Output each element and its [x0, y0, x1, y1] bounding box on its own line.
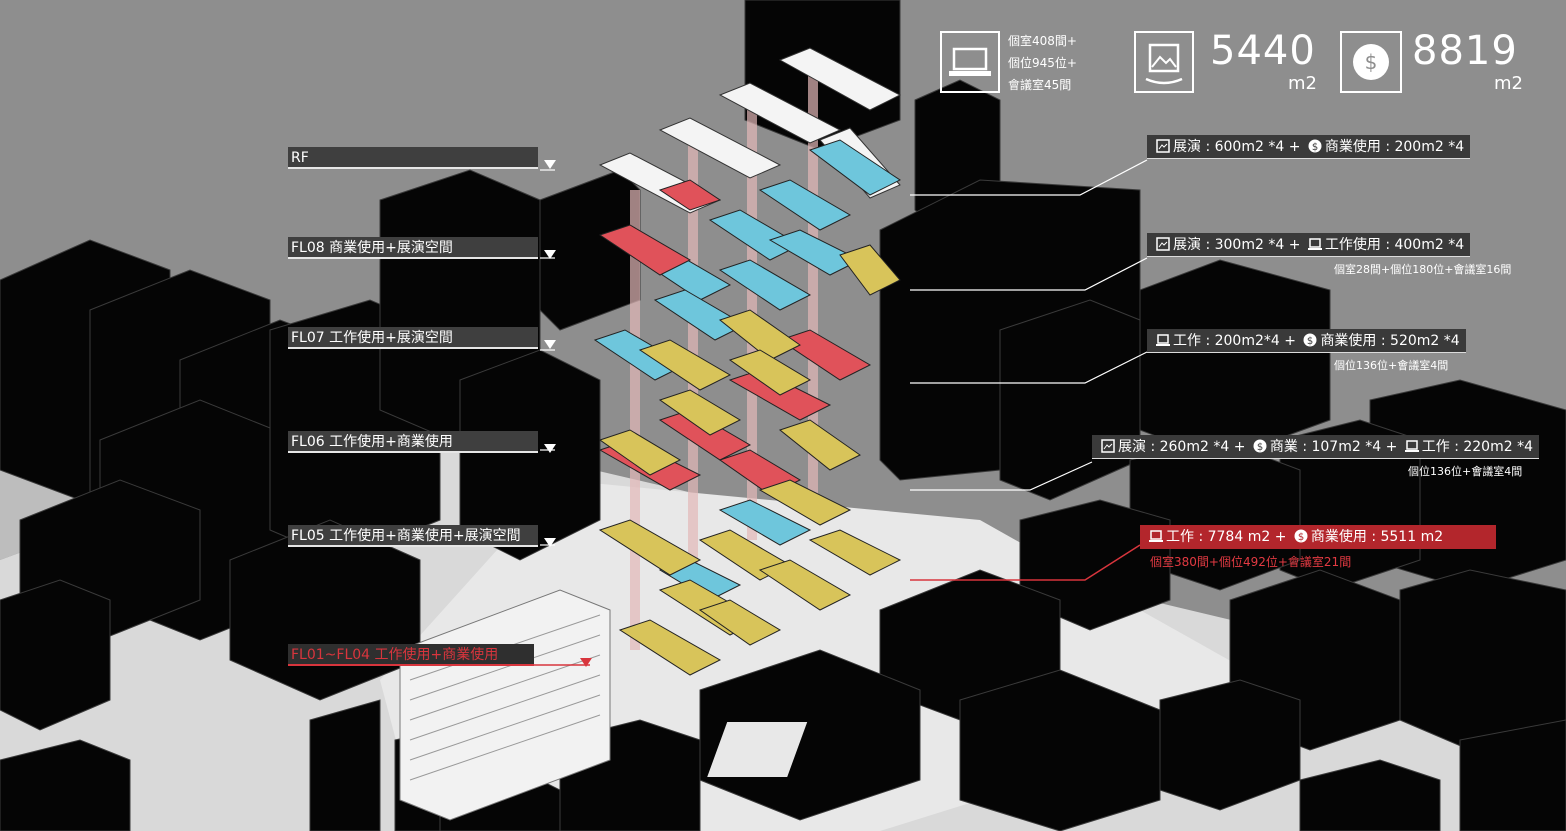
- picture-icon: [1101, 439, 1115, 453]
- callout-fl05: 展演 : 260m2 *4 + $ 商業 : 107m2 *4 + 工作 : 22…: [1092, 435, 1539, 459]
- level-label-fl07: FL07 工作使用+展演空間: [288, 327, 538, 349]
- svg-text:$: $: [1312, 142, 1318, 153]
- dollar-icon: $: [1340, 31, 1402, 93]
- callout-fl01-fl04-note: 個室380間+個位492位+會議室21間: [1150, 555, 1352, 569]
- callout-exhibit-text: 展演 : 600m2 *4 +: [1173, 139, 1301, 155]
- callout-commercial-text: 商業 : 107m2 *4 +: [1269, 439, 1398, 455]
- laptop-icon: [940, 31, 1000, 93]
- callout-work-text: 工作使用 : 400m2 *4: [1324, 237, 1465, 253]
- callout-fl01-fl04: 工作 : 7784 m2 + $ 商業使用 : 5511 m2: [1140, 525, 1496, 549]
- work-summary: 個室408間+ 個位945位+ 會議室45間: [1008, 30, 1077, 96]
- level-marker-icon: [544, 160, 556, 169]
- commercial-total-value: 8819: [1412, 28, 1518, 74]
- level-marker-icon: [544, 340, 556, 349]
- svg-text:$: $: [1257, 442, 1263, 453]
- dollar-icon: $: [1303, 333, 1317, 347]
- callout-fl07: 展演 : 300m2 *4 + 工作使用 : 400m2 *4: [1147, 233, 1471, 257]
- callout-exhibit-text: 展演 : 300m2 *4 +: [1173, 237, 1301, 253]
- laptop-icon: [1156, 334, 1170, 346]
- work-summary-line: 個室408間+: [1008, 34, 1077, 48]
- callout-fl06-note: 個位136位+會議室4間: [1334, 359, 1449, 372]
- callout-work-text: 工作 : 7784 m2 +: [1166, 529, 1287, 545]
- callout-exhibit-text: 展演 : 260m2 *4 +: [1118, 439, 1246, 455]
- picture-icon: [1156, 139, 1170, 153]
- laptop-icon: [1307, 238, 1322, 250]
- svg-text:$: $: [1307, 336, 1313, 347]
- level-label-fl05: FL05 工作使用+商業使用+展演空間: [288, 525, 538, 547]
- callout-work-text: 工作 : 200m2*4 +: [1173, 333, 1296, 349]
- callout-fl08: 展演 : 600m2 *4 + $ 商業使用 : 200m2 *4: [1147, 135, 1471, 159]
- commercial-total-unit: m2: [1494, 73, 1523, 94]
- svg-text:$: $: [1365, 50, 1378, 74]
- picture-icon: [1134, 31, 1194, 93]
- work-summary-line: 個位945位+: [1008, 56, 1077, 70]
- level-label-rf: RF: [288, 147, 538, 169]
- dollar-icon: $: [1308, 139, 1322, 153]
- dollar-icon: $: [1294, 529, 1308, 543]
- callout-fl07-note: 個室28間+個位180位+會議室16間: [1334, 263, 1512, 276]
- level-label-fl06: FL06 工作使用+商業使用: [288, 431, 538, 453]
- callout-fl05-note: 個位136位+會議室4間: [1408, 465, 1523, 478]
- svg-text:$: $: [1298, 532, 1304, 543]
- level-marker-icon: [544, 444, 556, 453]
- callout-commercial-text: 商業使用 : 200m2 *4: [1324, 139, 1465, 155]
- level-label-fl01-fl04: FL01~FL04 工作使用+商業使用: [288, 644, 534, 666]
- level-label-fl08: FL08 商業使用+展演空間: [288, 237, 538, 259]
- level-marker-icon: [580, 658, 592, 667]
- laptop-icon: [1404, 440, 1419, 452]
- picture-icon: [1156, 237, 1170, 251]
- callout-commercial-text: 商業使用 : 5511 m2: [1310, 529, 1444, 545]
- callout-fl06: 工作 : 200m2*4 + $ 商業使用 : 520m2 *4: [1147, 329, 1466, 353]
- dollar-icon: $: [1253, 439, 1267, 453]
- level-marker-icon: [544, 538, 556, 547]
- laptop-icon: [1149, 530, 1163, 542]
- work-summary-line: 會議室45間: [1008, 78, 1072, 92]
- callout-commercial-text: 商業使用 : 520m2 *4: [1320, 333, 1460, 349]
- level-marker-icon: [544, 250, 556, 259]
- exhibit-total-value: 5440: [1210, 28, 1316, 74]
- exhibit-total-unit: m2: [1288, 73, 1317, 94]
- callout-work-text: 工作 : 220m2 *4: [1421, 439, 1533, 455]
